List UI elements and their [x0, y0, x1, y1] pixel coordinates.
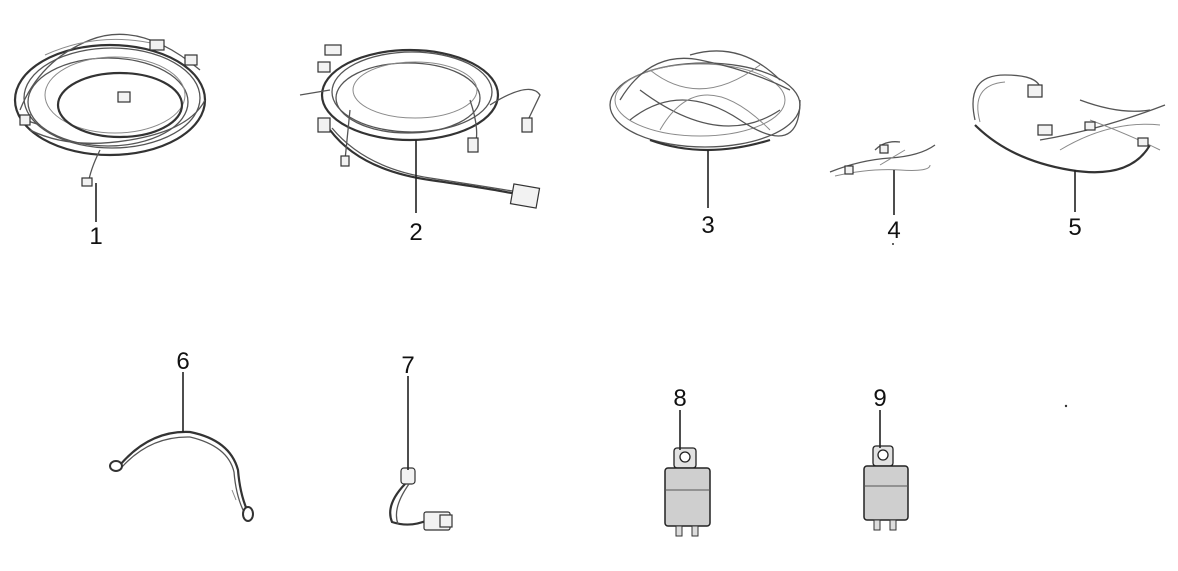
- part-1-number: 1: [89, 223, 102, 250]
- part-8-number: 8: [673, 385, 686, 412]
- part-8-relay-illustration: [664, 447, 711, 537]
- part-6-cable-illustration: [109, 430, 254, 522]
- speck: [892, 243, 894, 245]
- part-4-number: 4: [887, 217, 900, 244]
- part-5-harness-illustration: [972, 74, 1166, 174]
- part-6-number: 6: [176, 348, 189, 375]
- part-2-harness-illustration: [299, 44, 541, 209]
- part-7-lead-illustration: [389, 467, 453, 531]
- part-9-relay-illustration: [863, 445, 909, 531]
- part-7-number: 7: [401, 352, 414, 379]
- part-9-number: 9: [873, 385, 886, 412]
- part-2-number: 2: [409, 219, 422, 246]
- part-5-number: 5: [1068, 214, 1081, 241]
- part-3-harness-illustration: [609, 50, 801, 152]
- part-3-number: 3: [701, 212, 714, 239]
- speck: [1064, 404, 1068, 408]
- part-1-harness-illustration: [13, 33, 207, 187]
- part-4-harness-illustration: [829, 141, 936, 177]
